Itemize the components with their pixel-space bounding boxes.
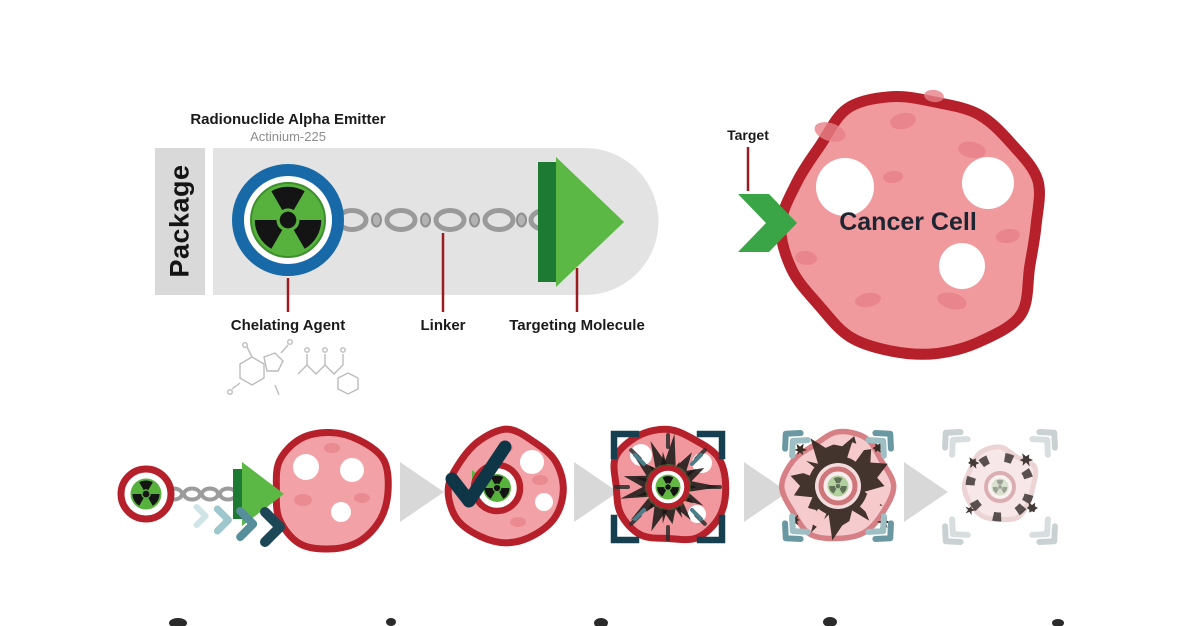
linker-label: Linker (420, 317, 466, 334)
stage-1-delivery (117, 428, 392, 553)
step-arrow-icon (904, 462, 948, 522)
explosion-icon (614, 433, 722, 541)
mini-radionuclide-icon (117, 465, 175, 523)
radionuclide-title: Radionuclide Alpha Emitter (190, 111, 386, 128)
checkmark-icon (445, 440, 512, 508)
cell-vacuoles (816, 157, 1014, 289)
target-arrow-icon (738, 194, 797, 252)
stage-2-binding (444, 425, 567, 547)
step-arrow-icon (400, 462, 444, 522)
chelator-structure-sketch (227, 339, 359, 396)
mini-targeting-icon (233, 462, 284, 526)
focus-brackets-icon (610, 430, 726, 544)
motion-chevrons-icon (193, 504, 285, 547)
step-arrow-icon (574, 462, 618, 522)
mini-chain-icon (164, 486, 238, 502)
outward-chevrons-icon (782, 430, 894, 542)
annotation-lines (286, 147, 750, 312)
cancer-cell-illustration (738, 89, 1045, 360)
cropped-caption-marks (169, 617, 1064, 626)
outward-chevrons-icon (942, 429, 1058, 545)
targeting-molecule-icon (538, 157, 624, 287)
radionuclide-icon (232, 164, 344, 276)
radionuclide-subtitle: Actinium-225 (250, 129, 326, 144)
stage-3-radiation-emission (610, 425, 730, 544)
stage-4-cell-destruction (778, 428, 897, 542)
target-label: Target (727, 127, 769, 143)
stage-5-cell-death (942, 429, 1058, 545)
chelating-agent-label: Chelating Agent (230, 317, 346, 334)
cell-texture-spots (795, 89, 1020, 310)
targeting-molecule-label: Targeting Molecule (509, 317, 645, 334)
package-label: Package (164, 164, 195, 278)
cancer-cell-label: Cancer Cell (839, 208, 977, 236)
step-arrow-icon (744, 462, 788, 522)
